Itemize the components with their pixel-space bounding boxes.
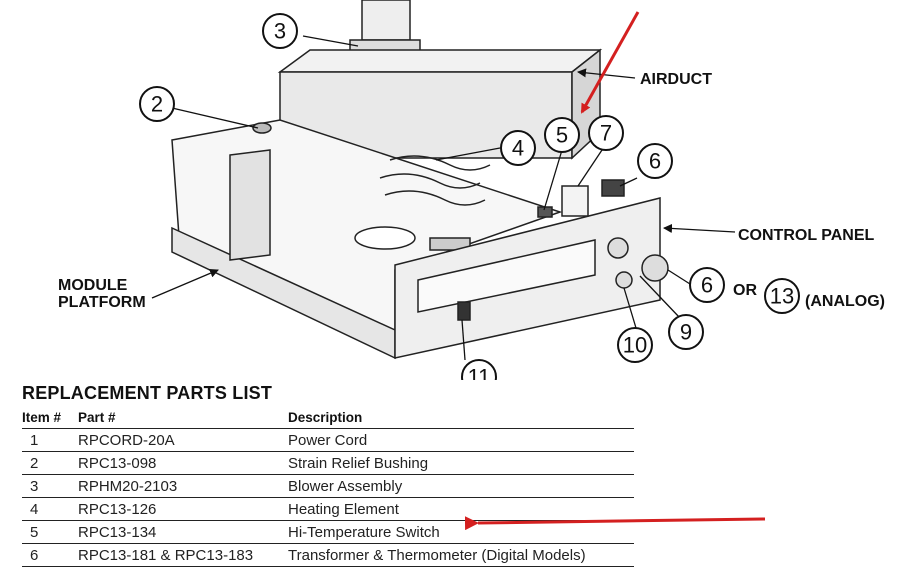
module-label: MODULE: [58, 277, 128, 294]
callout-13: 13: [770, 284, 794, 309]
callout-4: 4: [512, 136, 524, 161]
callout-circle: [588, 115, 624, 151]
row-item: 3: [22, 474, 78, 498]
callout-circle: [262, 13, 298, 49]
row-part: RPC13-098: [78, 451, 288, 475]
row-item: 5: [22, 520, 78, 544]
callout-2: 2: [151, 92, 163, 117]
row-description: Power Cord: [288, 428, 634, 452]
row-item: 1: [22, 428, 78, 452]
callout-circle: [668, 314, 704, 350]
row-item: 6: [22, 543, 78, 567]
row-part: RPC13-134: [78, 520, 288, 544]
table-row: 2 RPC13-098 Strain Relief Bushing: [22, 451, 634, 475]
callout-9: 9: [680, 320, 692, 345]
table-row: 4 RPC13-126 Heating Element: [22, 497, 634, 521]
callout-circle: [544, 117, 580, 153]
row-description: Transformer & Thermometer (Digital Model…: [288, 543, 634, 567]
row-item: 2: [22, 451, 78, 475]
callout-11: 11: [468, 365, 491, 381]
equipment-diagram: 3 2 4 5 7 6 6 13 9 10 11 AIRDUCT CONTROL…: [58, 0, 885, 381]
table-row-highlighted: 5 RPC13-134 Hi-Temperature Switch: [22, 520, 634, 544]
row-description: Strain Relief Bushing: [288, 451, 634, 475]
row-part: RPC13-126: [78, 497, 288, 521]
table-header-row: Item # Part # Description: [22, 408, 634, 429]
red-arrow-diagram: [580, 11, 640, 114]
callout-7: 7: [600, 121, 612, 146]
row-description: Hi-Temperature Switch: [288, 520, 634, 544]
callout-circle: [637, 143, 673, 179]
table-row: 6 RPC13-181 & RPC13-183 Transformer & Th…: [22, 543, 634, 567]
platform-label: PLATFORM: [58, 294, 146, 311]
or-label: OR: [733, 282, 757, 299]
callout-10: 10: [623, 333, 647, 358]
airduct-label: AIRDUCT: [640, 71, 712, 88]
row-description: Blower Assembly: [288, 474, 634, 498]
header-item: Item #: [22, 408, 78, 429]
callout-6: 6: [649, 149, 661, 174]
header-description: Description: [288, 408, 634, 429]
callout-6-panel: 6: [701, 273, 713, 298]
callout-circle: [500, 130, 536, 166]
callout-circle: [764, 278, 800, 314]
analog-label: (ANALOG): [805, 293, 885, 310]
callout-3: 3: [274, 19, 286, 44]
row-item: 4: [22, 497, 78, 521]
callout-5: 5: [556, 123, 568, 148]
row-part: RPHM20-2103: [78, 474, 288, 498]
row-part: RPC13-181 & RPC13-183: [78, 543, 288, 567]
row-description: Heating Element: [288, 497, 634, 521]
callout-circle: [461, 359, 497, 380]
control-panel-label: CONTROL PANEL: [738, 227, 875, 244]
parts-list-title: REPLACEMENT PARTS LIST: [22, 383, 273, 403]
table-row: 3 RPHM20-2103 Blower Assembly: [22, 474, 634, 498]
header-part: Part #: [78, 408, 288, 429]
callout-circle: [617, 327, 653, 363]
parts-table: Item # Part # Description 1 RPCORD-20A P…: [22, 408, 634, 567]
blower-assembly: [349, 0, 421, 57]
callout-circle: [139, 86, 175, 122]
table-row: 1 RPCORD-20A Power Cord: [22, 428, 634, 452]
control-panel: [394, 179, 669, 359]
row-part: RPCORD-20A: [78, 428, 288, 452]
callout-circle: [689, 267, 725, 303]
